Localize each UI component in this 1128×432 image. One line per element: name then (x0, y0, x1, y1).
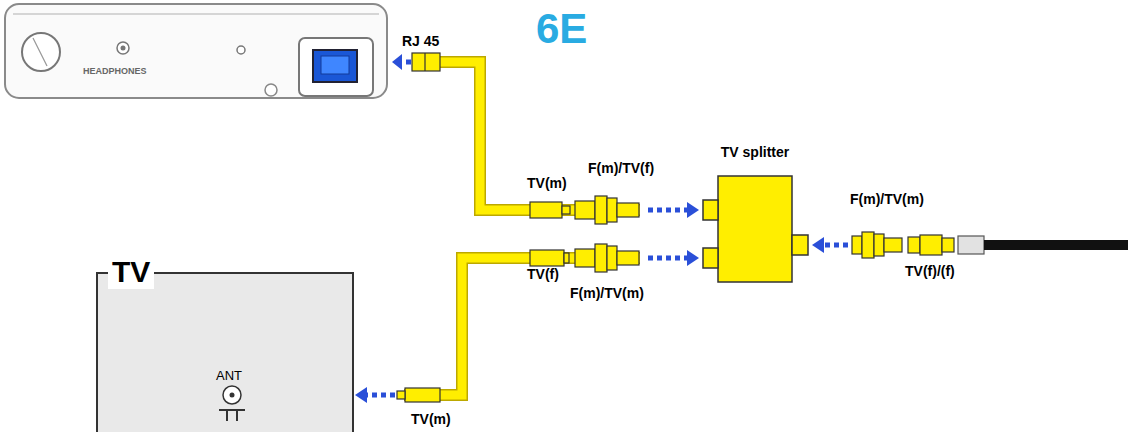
splitter-title: TV splitter (700, 144, 810, 160)
antenna-label: ANT (216, 368, 242, 383)
node-outline (3, 2, 391, 100)
tv-heading: TV (108, 255, 154, 289)
connector-label: RJ 45 (402, 33, 439, 50)
connector-label: TV(f) (527, 266, 559, 283)
connector-label: TV(m) (411, 411, 451, 428)
diagram-title: 6E (536, 6, 587, 52)
connector-label: F(m)/TV(m) (570, 285, 644, 302)
tv-splitter: TV splitter (700, 176, 810, 284)
node-outline (98, 274, 352, 432)
connector-label: F(m)/TV(f) (588, 160, 654, 177)
connector-label: TV(f)/(f) (905, 263, 955, 280)
media-player-device: HEADPHONES (3, 2, 391, 100)
device-label: HEADPHONES (83, 66, 147, 76)
coax-cable (355, 250, 699, 403)
connector-label: F(m)/TV(m) (850, 191, 924, 208)
coax-cable (392, 54, 699, 218)
connector-label: TV(m) (527, 175, 567, 192)
tv-set: TVANT (96, 272, 354, 432)
node-outline (700, 176, 810, 284)
